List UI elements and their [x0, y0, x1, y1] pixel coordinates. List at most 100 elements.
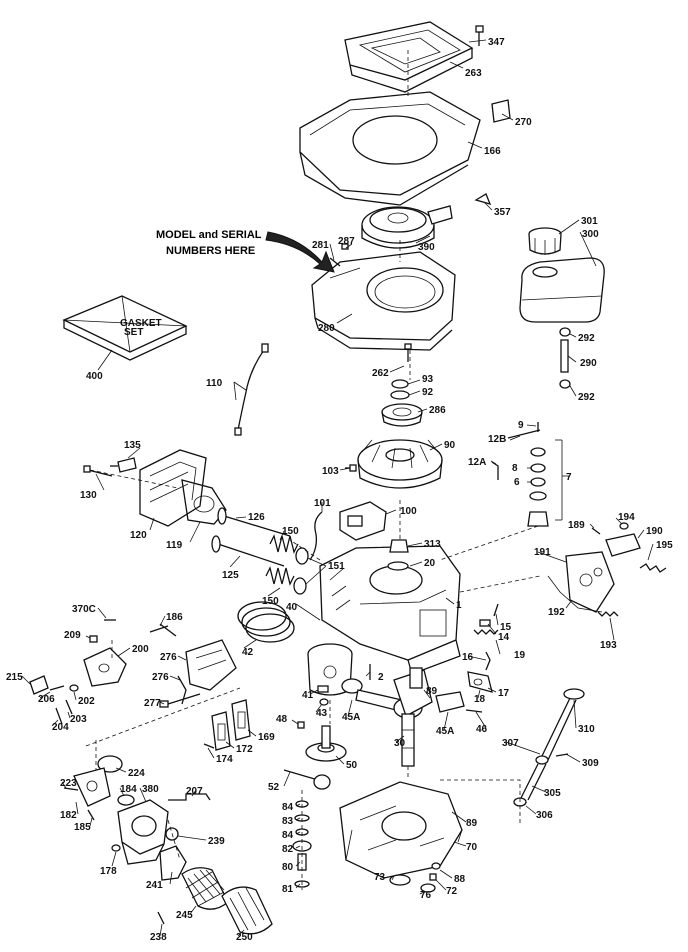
- gasket-set-label-1: GASKET: [120, 318, 162, 329]
- part-label: 14: [498, 632, 510, 643]
- part-label: 16: [462, 652, 474, 663]
- gasket-184: [117, 794, 135, 806]
- part-label: 184: [120, 784, 137, 795]
- part-label: 310: [578, 724, 595, 735]
- part-label: 313: [424, 539, 441, 550]
- part-label: 206: [38, 694, 55, 705]
- part-label: 41: [302, 690, 314, 701]
- part-label: 100: [400, 506, 417, 517]
- part-label: 190: [646, 526, 663, 537]
- valve-spring-150b: [265, 566, 295, 586]
- part-label: 50: [346, 760, 358, 771]
- part-label: 70: [466, 842, 478, 853]
- fan-housing-280: [311, 251, 456, 351]
- dipstick-tube-305: [519, 763, 547, 801]
- governor-group-7: [507, 422, 563, 527]
- bracket-182: [73, 767, 111, 807]
- washer-88: [431, 862, 441, 870]
- part-label: 42: [242, 647, 254, 658]
- screw-281: [329, 257, 341, 267]
- part-label: 76: [420, 890, 432, 901]
- part-label: 400: [86, 371, 103, 382]
- plug-72: [429, 873, 437, 881]
- part-label: 93: [422, 374, 434, 385]
- part-label: 135: [124, 440, 141, 451]
- pin-41: [317, 685, 329, 693]
- part-label: 245: [176, 910, 193, 921]
- knob-215: [29, 675, 49, 695]
- model-serial-note-line1: MODEL and SERIAL: [156, 229, 262, 241]
- screen-390: [361, 205, 453, 249]
- part-label: 172: [236, 744, 253, 755]
- engine-cover-263: [344, 21, 474, 93]
- part-label: 46: [476, 724, 488, 735]
- part-label: 89: [426, 686, 438, 697]
- gasket-169: [231, 699, 251, 741]
- part-label: 30: [394, 738, 406, 749]
- part-label: 186: [166, 612, 183, 623]
- part-label: 81: [282, 884, 294, 895]
- seal-76: [420, 883, 436, 893]
- cylinder-block-1: [319, 545, 461, 675]
- screw-238: [157, 911, 165, 925]
- rod-bolt-46: [465, 709, 483, 713]
- part-label: 119: [166, 540, 183, 551]
- part-label: 239: [208, 836, 225, 847]
- part-label: 2: [378, 672, 384, 683]
- bowl-241: [159, 845, 187, 881]
- part-label: 204: [52, 722, 69, 733]
- governor-lever-17: [467, 671, 493, 693]
- part-label: 166: [484, 146, 501, 157]
- washer-92: [390, 390, 410, 400]
- part-label: 262: [372, 368, 389, 379]
- screw-209: [89, 635, 98, 643]
- part-label: 90: [444, 440, 456, 451]
- part-label: 390: [418, 242, 435, 253]
- arrow-to-housing: [265, 231, 335, 273]
- part-label: 125: [222, 570, 239, 581]
- part-label: 209: [64, 630, 81, 641]
- part-label: 307: [502, 738, 519, 749]
- part-label: 178: [100, 866, 117, 877]
- part-label: 185: [74, 822, 91, 833]
- part-label: 19: [514, 650, 526, 661]
- part-label: 20: [424, 558, 436, 569]
- part-label: 45A: [436, 726, 454, 737]
- part-label: 7: [566, 472, 572, 483]
- part-label: 277: [144, 698, 161, 709]
- part-label: 43: [316, 708, 328, 719]
- part-label: 224: [128, 768, 145, 779]
- rod-cap-45A: [435, 691, 465, 713]
- part-label: 1: [456, 600, 462, 611]
- part-label: 84: [282, 802, 294, 813]
- part-label: 80: [282, 862, 294, 873]
- piston-rings-42: [237, 601, 295, 643]
- clip-189: [591, 527, 601, 535]
- clip-43: [319, 698, 329, 706]
- part-label: 202: [78, 696, 95, 707]
- part-label: 301: [581, 216, 598, 227]
- model-serial-note-line2: NUMBERS HERE: [166, 245, 255, 257]
- dipstick-cap-310: [541, 688, 585, 761]
- bolt-48: [297, 721, 305, 729]
- lever-12A: [491, 461, 499, 480]
- part-label: 287: [338, 236, 355, 247]
- part-labels: 347 263 270 166 357 301 300 281 287 390 …: [6, 37, 673, 943]
- oil-slinger-52: [283, 769, 331, 790]
- part-label: 290: [580, 358, 597, 369]
- part-label: 357: [494, 207, 511, 218]
- part-label: 370C: [72, 604, 96, 615]
- link-186: [149, 623, 177, 637]
- part-label: 120: [130, 530, 147, 541]
- part-label: 83: [282, 816, 294, 827]
- part-label: 280: [318, 323, 335, 334]
- leader-lines: [21, 39, 654, 937]
- part-label: 151: [328, 561, 345, 572]
- part-label: 17: [498, 688, 510, 699]
- part-label: 194: [618, 512, 635, 523]
- fuel-line-290: [559, 327, 571, 389]
- part-label: 191: [534, 547, 551, 558]
- cylinder-head-120: [139, 449, 207, 527]
- part-label: 9: [518, 420, 524, 431]
